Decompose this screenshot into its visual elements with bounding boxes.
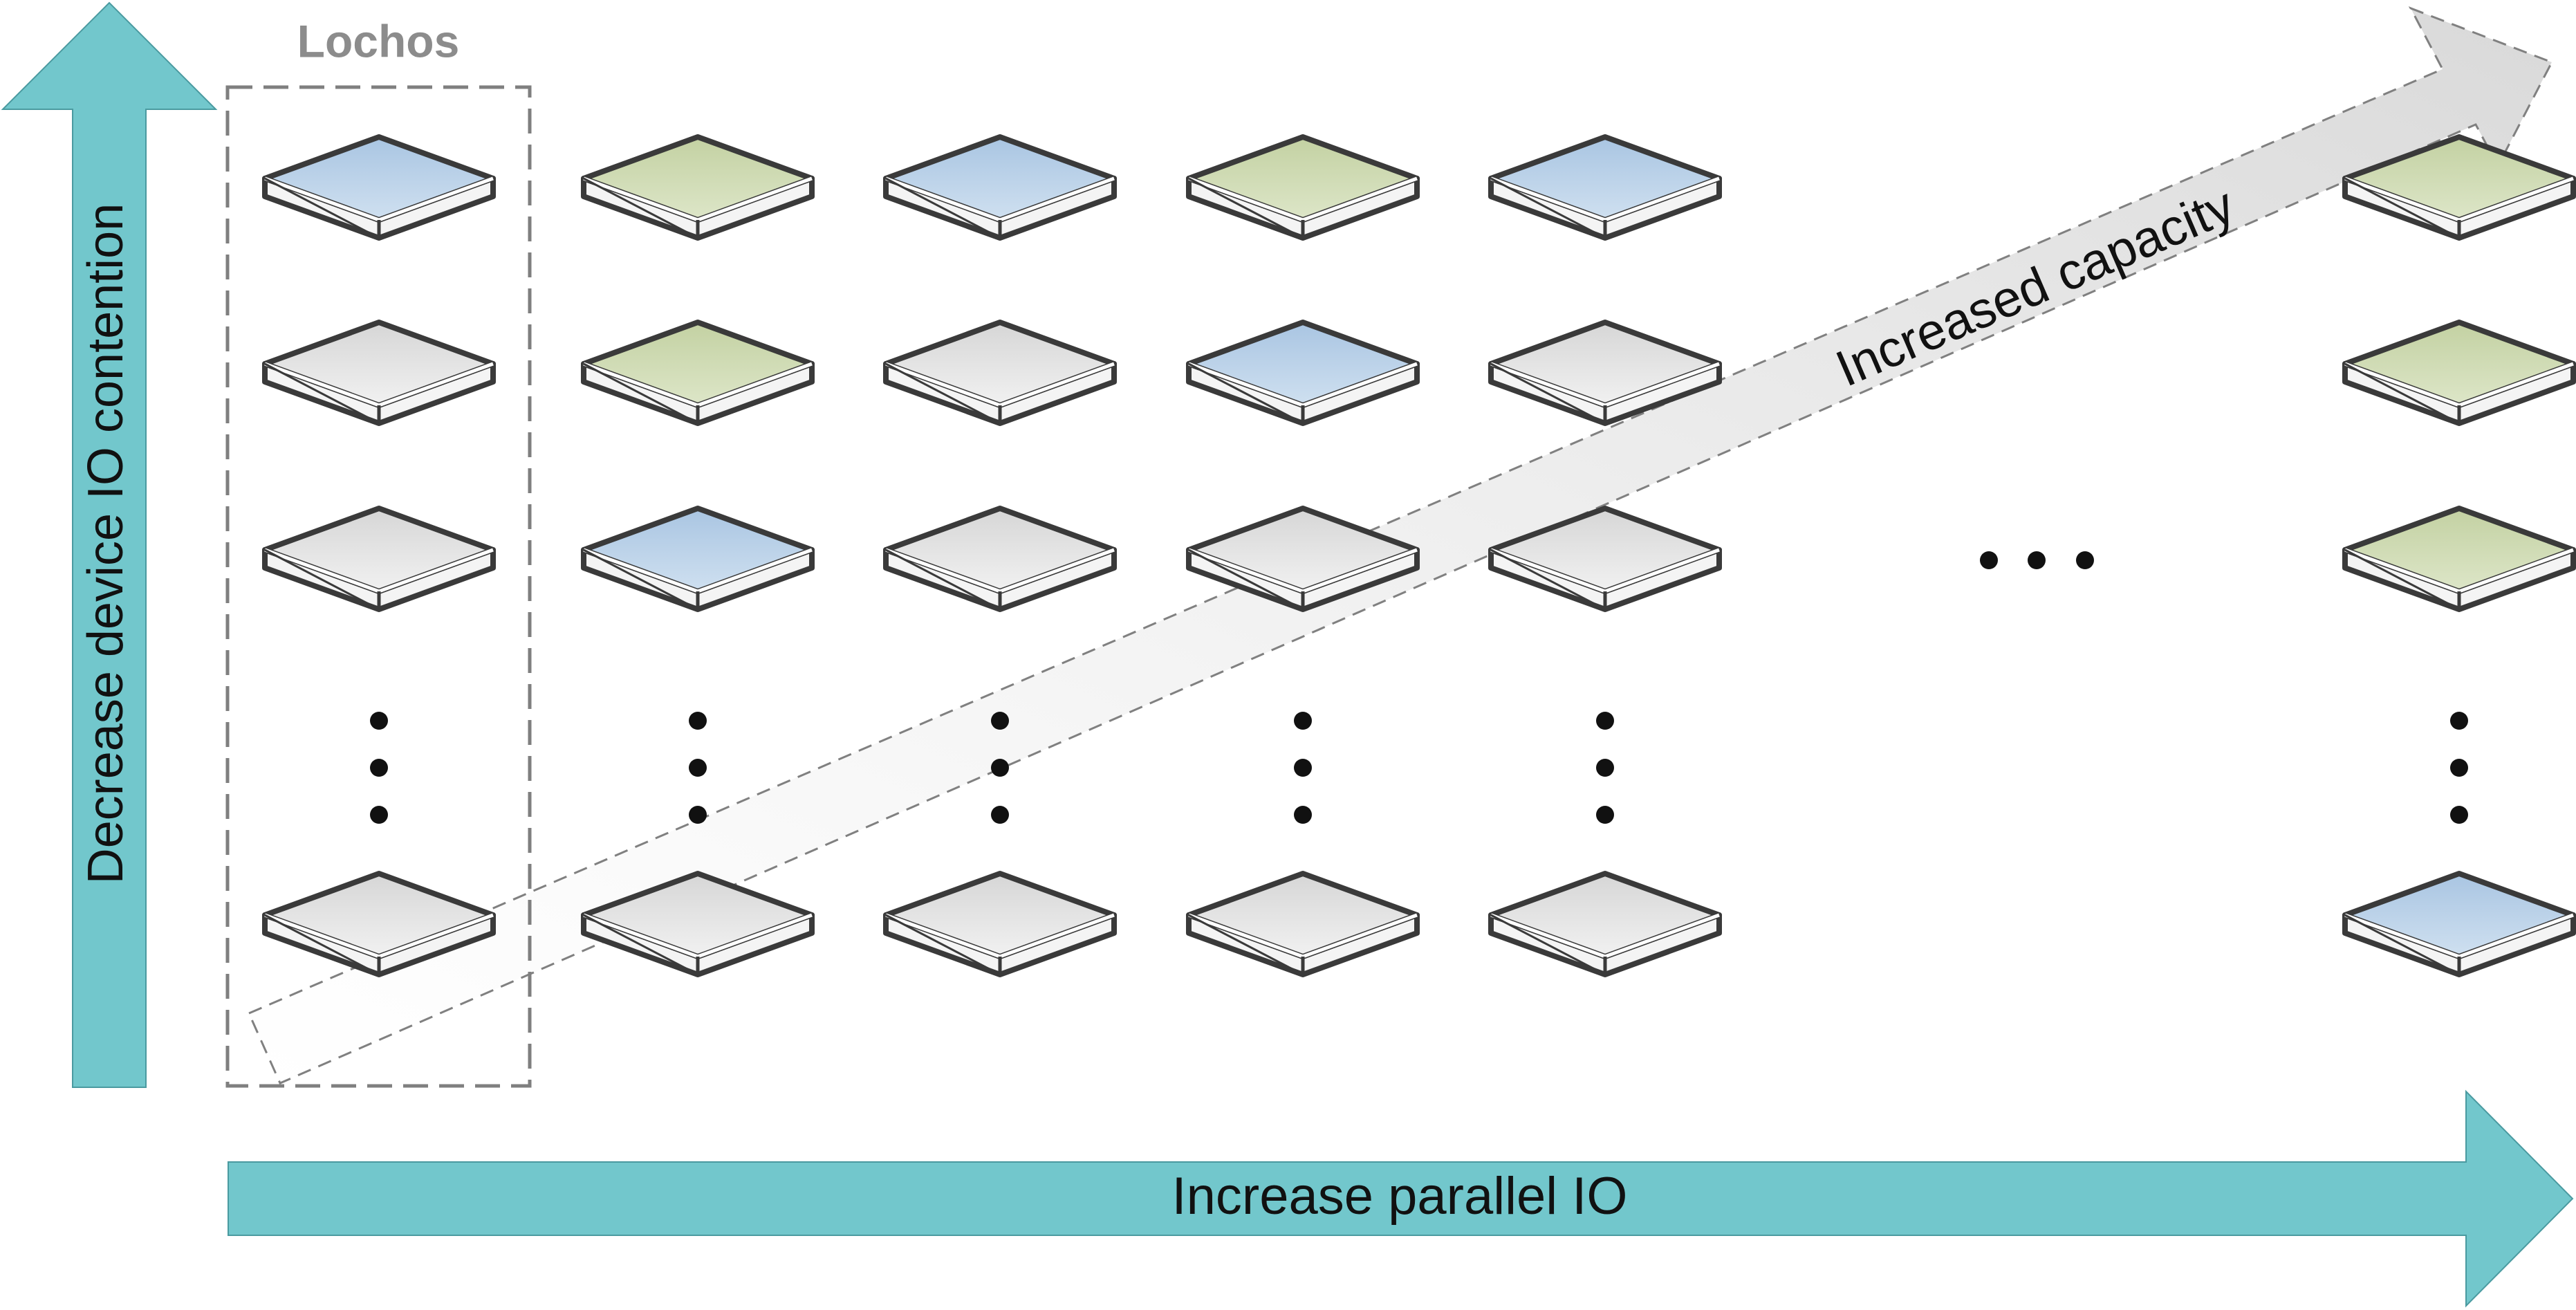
vertical-ellipsis xyxy=(689,712,707,824)
ellipsis-dot xyxy=(689,712,707,730)
storage-device-gray xyxy=(1488,871,1722,977)
storage-device-gray xyxy=(262,871,496,977)
ellipsis-dot xyxy=(1596,759,1614,777)
storage-device-gray xyxy=(262,320,496,426)
storage-device-green xyxy=(581,134,815,241)
vertical-ellipsis xyxy=(1294,712,1312,824)
vertical-ellipsis xyxy=(370,712,388,824)
device-column-1 xyxy=(262,134,496,977)
storage-device-gray xyxy=(883,320,1117,426)
horizontal-axis-arrow xyxy=(228,1089,2574,1308)
storage-device-gray xyxy=(581,871,815,977)
vertical-ellipsis xyxy=(1596,712,1614,824)
ellipsis-dot xyxy=(689,759,707,777)
ellipsis-dot xyxy=(370,759,388,777)
horizontal-axis-label: Increase parallel IO xyxy=(1172,1167,1628,1226)
device-column-5 xyxy=(1488,134,1722,977)
lochos-group-box xyxy=(225,85,532,1088)
ellipsis-dot xyxy=(1294,806,1312,824)
ellipsis-dot xyxy=(1596,712,1614,730)
storage-device-blue xyxy=(1186,320,1420,426)
vertical-axis-label: Decrease device IO contention xyxy=(78,203,133,885)
storage-device-gray xyxy=(1186,506,1420,612)
vertical-ellipsis xyxy=(2450,712,2468,824)
ellipsis-dot xyxy=(2450,806,2468,824)
ellipsis-dot xyxy=(1294,712,1312,730)
ellipsis-dot xyxy=(1294,759,1312,777)
storage-device-gray xyxy=(262,506,496,612)
storage-device-gray xyxy=(883,506,1117,612)
storage-device-blue xyxy=(2342,871,2576,977)
storage-device-blue xyxy=(883,134,1117,241)
capacity-arrow-label: Increased capacity xyxy=(1828,176,2243,397)
horizontal-ellipsis xyxy=(1980,551,2094,569)
device-column-3 xyxy=(883,134,1117,977)
ellipsis-dot xyxy=(689,806,707,824)
ellipsis-dot xyxy=(991,712,1009,730)
storage-device-gray xyxy=(1488,320,1722,426)
storage-device-green xyxy=(2342,134,2576,241)
ellipsis-dot xyxy=(2028,551,2046,569)
storage-device-green xyxy=(2342,320,2576,426)
ellipsis-dot xyxy=(1596,806,1614,824)
ellipsis-dot xyxy=(2450,759,2468,777)
storage-device-gray xyxy=(1488,506,1722,612)
storage-device-green xyxy=(2342,506,2576,612)
device-column-last xyxy=(2342,134,2576,977)
storage-device-green xyxy=(581,320,815,426)
ellipsis-dot xyxy=(2076,551,2094,569)
device-grid xyxy=(262,134,2576,977)
ellipsis-dot xyxy=(991,806,1009,824)
storage-device-green xyxy=(1186,134,1420,241)
storage-device-blue xyxy=(581,506,815,612)
storage-device-blue xyxy=(262,134,496,241)
ellipsis-dot xyxy=(1980,551,1998,569)
storage-device-gray xyxy=(883,871,1117,977)
ellipsis-dot xyxy=(370,712,388,730)
vertical-ellipsis xyxy=(991,712,1009,824)
vertical-axis-arrow xyxy=(1,1,218,1088)
storage-device-gray xyxy=(1186,871,1420,977)
device-column-4 xyxy=(1186,134,1420,977)
lochos-label: Lochos xyxy=(297,15,460,66)
device-column-2 xyxy=(581,134,815,977)
ellipsis-dot xyxy=(370,806,388,824)
storage-device-blue xyxy=(1488,134,1722,241)
ellipsis-dot xyxy=(2450,712,2468,730)
ellipsis-dot xyxy=(991,759,1009,777)
